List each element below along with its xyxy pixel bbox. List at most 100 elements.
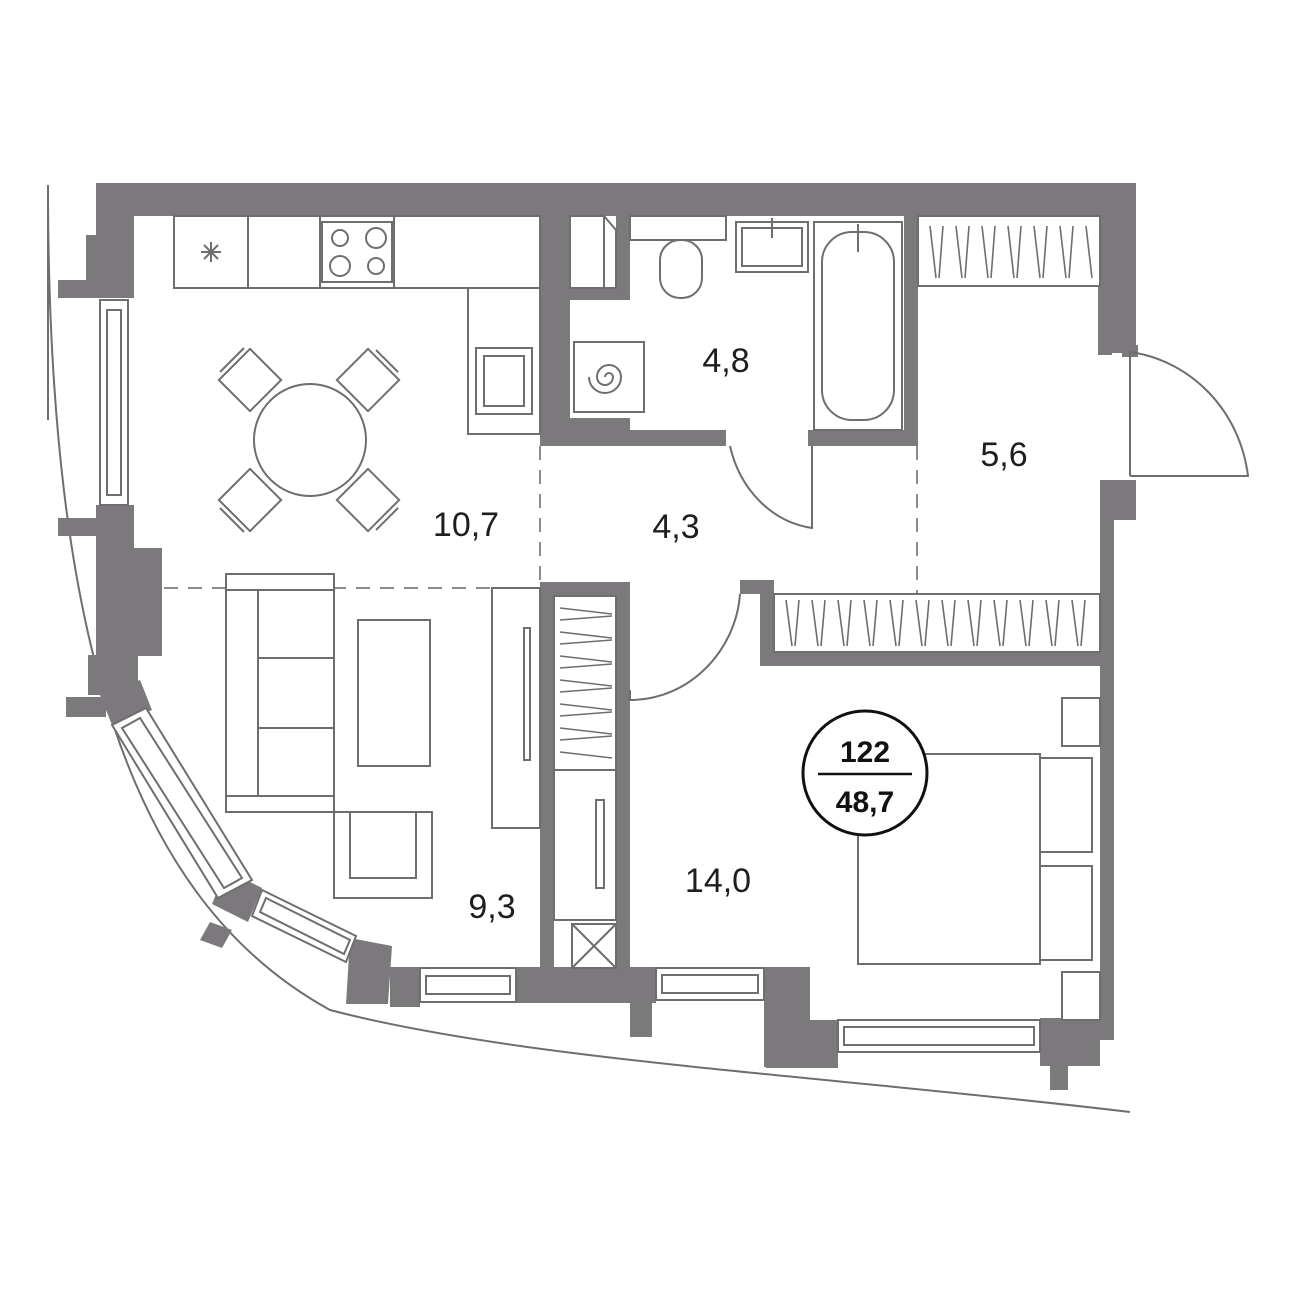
window-bottom-2 [655,967,765,1001]
hanger-line [559,639,613,645]
hanger-line [1002,599,1008,647]
hanger-line [955,225,963,279]
hanger-line [559,607,613,615]
hanger-line [938,225,944,279]
dining-table [253,383,367,497]
hanger-line [559,655,613,663]
hanger-line [941,599,949,647]
hanger-line [559,751,613,759]
pillow [1039,757,1093,853]
washer-icon [573,341,645,413]
hanger-line [915,599,923,647]
hanger-line [1071,599,1079,647]
hanger-line [559,735,613,741]
sofa [225,573,335,813]
hanger-line [1033,225,1041,279]
apartment-badge: 122 48,7 [801,709,929,837]
hanger-line [559,631,613,639]
hanger-line [559,711,613,717]
hanger-line [863,599,871,647]
hanger-line [559,615,613,621]
bedroom-door [629,593,741,701]
room-area-bedroom: 14,0 [685,862,751,900]
shaft [569,215,617,289]
hall-wardrobe [773,593,1101,653]
dining-chair [335,467,401,533]
hanger-line [967,599,975,647]
tv-stand [491,587,541,829]
hanger-line [1054,599,1060,647]
hanger-line [846,599,852,647]
hanger-line [794,599,800,647]
bathtub-icon [813,221,903,431]
window-bay-1 [110,706,254,900]
hanger-line [924,599,930,647]
hanger-line [1028,599,1034,647]
fridge-icon [201,242,221,262]
armchair [333,811,433,899]
living-furniture [225,573,541,899]
doors [629,351,1250,701]
coffee-table [357,619,431,767]
toilet-tank [629,215,727,241]
window-left [99,299,129,506]
hanger-line [1045,599,1053,647]
room-area-entrance: 5,6 [980,436,1027,474]
pillow [1039,865,1093,961]
hanger-line [559,663,613,669]
room-labels: 10,7 4,8 4,3 5,6 9,3 14,0 [433,342,1028,926]
entrance-door [1129,351,1250,477]
hanger-line [872,599,878,647]
bathroom-door [729,445,813,530]
room-area-hall: 4,3 [652,508,699,546]
hanger-line [837,599,845,647]
hanger-line [950,599,956,647]
hanger-line [976,599,982,647]
hanger-line [1080,599,1086,647]
bedroom-furniture [857,697,1101,1021]
hanger-line [559,687,613,693]
bathroom-fixtures [569,215,903,431]
hanger-line [1019,599,1027,647]
hanger-line [785,599,793,647]
hanger-line [559,679,613,687]
kitchen-furniture [173,215,541,533]
hanger-line [898,599,904,647]
hanger-line [1042,225,1048,279]
nightstand [1061,971,1101,1021]
hanger-line [889,599,897,647]
nightstand [1061,697,1101,747]
hanger-line [559,703,613,711]
apartment-total-area: 48,7 [836,786,894,819]
hanger-line [993,599,1001,647]
hanger-line [929,225,937,279]
hanger-line [559,727,613,735]
window-bottom-1 [419,967,517,1003]
dining-chair [217,347,283,413]
windows [99,299,1041,1053]
entrance-wardrobe [917,215,1101,287]
hanger-line [1016,225,1022,279]
hanger-line [1085,225,1093,279]
oven-icon [475,347,533,415]
room-area-living: 9,3 [468,888,515,926]
apartment-number: 122 [840,736,890,769]
hanger-line [811,599,819,647]
walls [58,183,1138,1090]
terrace-outline [47,184,1131,1113]
hanger-line [1068,225,1074,279]
hanger-line [820,599,826,647]
hanger-line [990,225,996,279]
hanger-line [964,225,970,279]
dining-chair [335,347,401,413]
window-bay-2 [250,888,358,964]
hanger-line [1007,225,1015,279]
hanger-line [981,225,989,279]
dining-chair [217,467,283,533]
window-bottom-3 [837,1019,1041,1053]
room-area-kitchen: 10,7 [433,506,499,544]
closet-wardrobe [553,595,617,969]
tv-icon [523,627,531,761]
hanger-line [1059,225,1067,279]
